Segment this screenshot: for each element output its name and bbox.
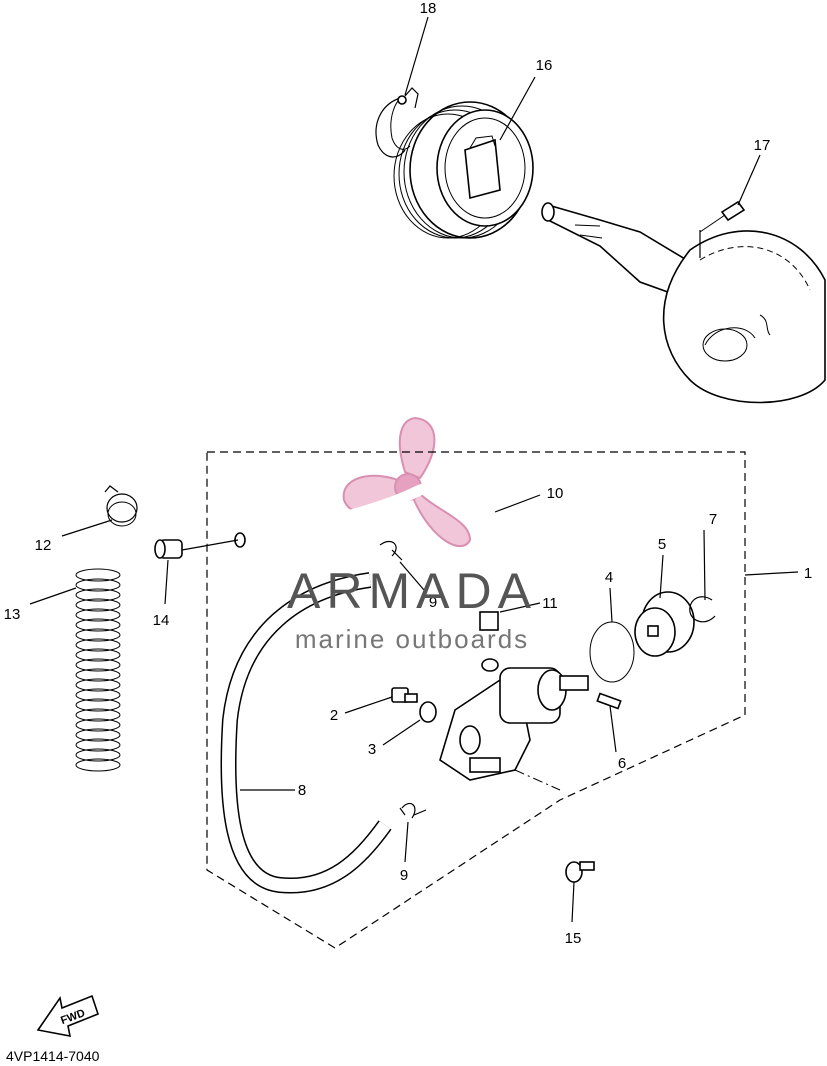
crankshaft-housing-part-17 [541,200,826,404]
callout-16: 16 [536,57,553,74]
circlip-part-18 [375,87,419,158]
grommet-part-14 [154,539,183,559]
callout-1: 1 [804,565,812,582]
callout-4: 4 [605,569,613,586]
callout-8: 8 [298,782,306,799]
pulley-part-16 [393,101,534,239]
gear-part-5 [634,591,695,657]
screw-part-15 [565,861,595,883]
callout-17: 17 [754,137,771,154]
assembly-boundary [206,451,746,949]
spring-part-13 [75,568,121,772]
o-ring-part-4 [589,621,635,683]
callout-9a: 9 [429,594,437,611]
clip-part-7 [689,596,716,623]
callout-10: 10 [547,485,564,502]
callout-9b: 9 [400,867,408,884]
clip-part-9a [379,540,403,561]
callout-18: 18 [420,0,437,17]
callout-15: 15 [565,930,582,947]
watermark-brand: ARMADA [287,563,537,619]
leader-lines [29,16,799,923]
callout-7: 7 [709,511,717,528]
diagram-code: 4VP1414-7040 [6,1048,100,1064]
hose-part-8 [220,572,392,894]
bolt-part-2 [391,687,418,703]
oil-pump-assembly [439,611,589,791]
clip-part-9b [399,803,427,819]
callout-13: 13 [4,606,21,623]
pin-part-6 [596,692,622,710]
callout-3: 3 [368,741,376,758]
callout-5: 5 [658,536,666,553]
fwd-arrow-icon: FWD [36,994,99,1038]
watermark-tagline: marine outboards [295,624,529,654]
hose-part-10 [234,478,501,610]
callout-12: 12 [35,537,52,554]
callout-11: 11 [542,595,558,612]
hose-clamp-part-12 [104,485,138,527]
washer-part-3 [419,701,437,723]
callout-6: 6 [618,755,626,772]
callout-14: 14 [153,612,170,629]
callout-2: 2 [330,707,338,724]
